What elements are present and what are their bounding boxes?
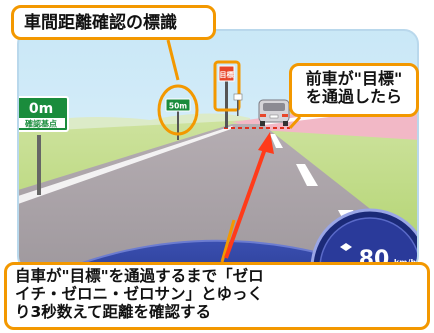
callout-count-line1: 自車が"目標"を通過するまで「ゼロ	[15, 267, 264, 285]
callout-pass-line2: を通過したら	[305, 87, 402, 107]
pass-callout-pointer	[288, 115, 302, 130]
callout-pass-line1: 前車が"目標"	[305, 69, 403, 88]
callout-count: 自車が"目標"を通過するまで「ゼロ イチ・ゼロニ・ゼロサン」とゆっく り3秒数え…	[4, 262, 430, 330]
distance-arrow	[224, 132, 274, 259]
car-ahead	[258, 99, 290, 126]
target-marker-label: 目標	[220, 70, 234, 79]
sign-highlight-circle	[157, 84, 199, 136]
callout-title-text: 車間距離確認の標識	[24, 13, 177, 33]
callout-count-line2: イチ・ゼロニ・ゼロサン」とゆっく	[15, 284, 264, 303]
title-callout-pointer	[166, 39, 180, 81]
target-marker: 目標	[213, 60, 241, 128]
callout-pass: 前車が"目標" を通過したら	[289, 63, 419, 117]
sign-50m: 50m	[165, 98, 191, 140]
sign-0m-caption: 確認基点	[25, 119, 57, 129]
callout-count-line3: り3秒数えて距離を確認する	[15, 302, 212, 321]
sign-50m-label: 50m	[169, 102, 187, 111]
count-callout-pointer	[220, 219, 236, 263]
sign-0m: 0m 確認基点	[18, 96, 69, 195]
turn-signal-icon	[340, 243, 352, 251]
sign-0m-label: 0m	[29, 101, 53, 117]
left-edge-line	[18, 126, 234, 204]
callout-title: 車間距離確認の標識	[11, 5, 216, 40]
roadside-small-sign	[233, 93, 243, 116]
